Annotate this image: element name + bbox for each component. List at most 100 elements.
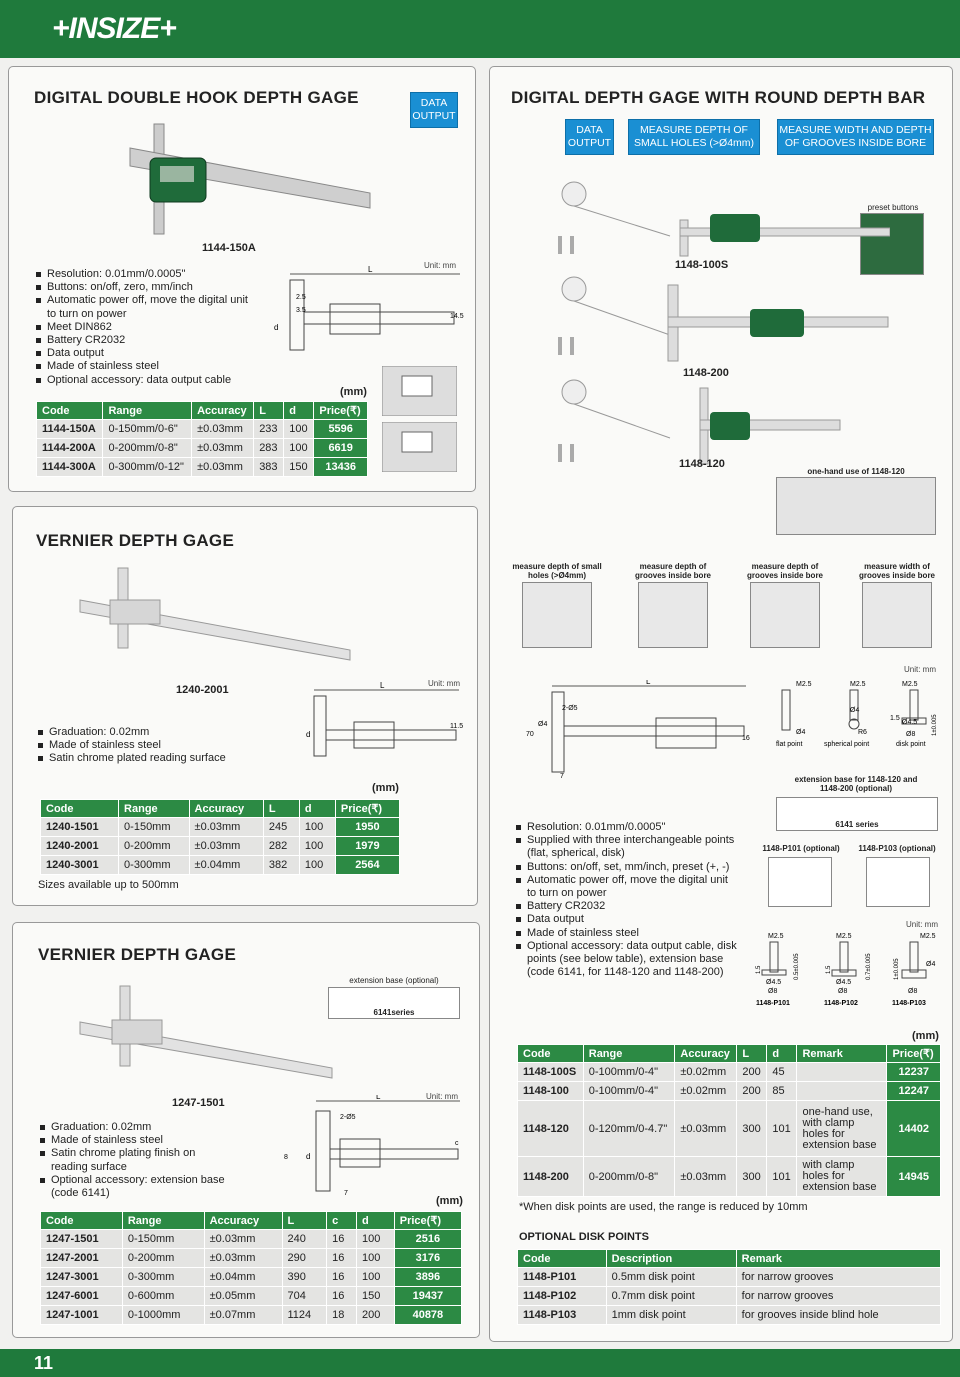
- point-dia: Ø4.5: [902, 719, 917, 726]
- one-hand-label: one-hand use of 1148-120: [807, 467, 905, 476]
- disk-dia: Ø4.5: [836, 979, 851, 986]
- col-header: Remark: [796, 1044, 888, 1063]
- spec-table: Code Range Accuracy L d Remark Price(₹) …: [517, 1044, 941, 1197]
- cell: ±0.04mm: [188, 855, 264, 875]
- panel-title: VERNIER DEPTH GAGE: [38, 945, 237, 964]
- dim-c: Ø4: [538, 721, 547, 728]
- dimension-drawing: L 2-Ø5 70 Ø4 16 7: [526, 680, 750, 780]
- price-cell: 1950: [334, 817, 401, 837]
- col-header: Code: [40, 1211, 123, 1230]
- preset-photo: [860, 213, 924, 275]
- price-cell: 6619: [313, 438, 368, 458]
- point-thread: M2.5: [796, 681, 812, 688]
- col-header: d: [766, 1044, 798, 1063]
- price-cell: 5596: [313, 419, 368, 439]
- feature-item: Automatic power off, move the digital un…: [34, 294, 260, 320]
- dim-a: 2.5: [296, 294, 306, 301]
- feature-item: Battery CR2032: [514, 900, 738, 913]
- feature-item: Meet DIN862: [34, 321, 260, 334]
- cell: 1144-150A: [35, 419, 104, 439]
- points-drawing: M2.5 M2.5 M2.5 Ø4 Ø4 R6 Ø4.5 Ø8 1.5 1±0.…: [776, 681, 938, 748]
- sizes-note: Sizes available up to 500mm: [38, 879, 179, 891]
- p101-photo: [768, 857, 832, 907]
- cell: ±0.02mm: [674, 1081, 738, 1101]
- col-header: Range: [582, 1044, 676, 1063]
- price-cell: 2516: [393, 1229, 463, 1249]
- cell: 245: [262, 817, 300, 837]
- disk-footnote: *When disk points are used, the range is…: [519, 1201, 808, 1213]
- cell: 1148-100: [517, 1081, 584, 1101]
- cell: ±0.03mm: [191, 419, 255, 439]
- preset-buttons-label: preset buttons: [867, 203, 919, 212]
- cell: one-hand use, with clamp holes for exten…: [796, 1100, 888, 1157]
- cell: 0-150mm/0-6": [102, 419, 193, 439]
- depth-gage-photo-120: [558, 379, 841, 465]
- price-cell: 3176: [393, 1248, 463, 1268]
- feature-item: Graduation: 0.02mm: [36, 726, 266, 739]
- cell: with clamp holes for extension base: [796, 1156, 888, 1197]
- cell: 45: [766, 1062, 798, 1082]
- feature-item: Buttons: on/off, zero, mm/inch: [34, 281, 260, 294]
- product-caption: 1148-100S: [675, 259, 729, 271]
- table-header-row: Code Range Accuracy L d Price(₹): [39, 799, 401, 818]
- feature-item: Optional accessory: data output cable, d…: [514, 940, 738, 980]
- cell: 0-100mm/0-4": [582, 1062, 676, 1082]
- col-header: Range: [118, 799, 190, 818]
- col-header: L: [281, 1211, 328, 1230]
- cell: 0-150mm: [118, 817, 190, 837]
- panel-title: VERNIER DEPTH GAGE: [36, 531, 235, 550]
- disk-caption: 1148-P103: [892, 1000, 926, 1007]
- cell: 1144-200A: [35, 438, 104, 458]
- col-header: Range: [102, 401, 193, 420]
- cell: 16: [326, 1286, 357, 1306]
- disk-points-drawing: M2.5 M2.5 M2.5 Ø4.5 Ø4.5 Ø8 Ø8 Ø8 Ø4 1.5…: [756, 933, 936, 1007]
- p101-label: 1148-P101 (optional): [762, 844, 840, 853]
- cell: 101: [766, 1156, 798, 1197]
- spec-table: Code Range Accuracy L d Price(₹) 1240-15…: [39, 799, 401, 875]
- cell: 200: [736, 1081, 768, 1101]
- cell: 100: [298, 836, 336, 856]
- point-thread: M2.5: [850, 681, 866, 688]
- use-label: measure width of grooves inside bore: [858, 562, 936, 580]
- cell: 16: [326, 1267, 357, 1287]
- col-header: Range: [121, 1211, 205, 1230]
- footer-bar: [0, 1349, 960, 1377]
- feature-item: Made of stainless steel: [38, 1134, 228, 1147]
- table-header-row: Code Description Remark: [517, 1249, 942, 1268]
- col-header: d: [298, 799, 336, 818]
- panel-title: DIGITAL DEPTH GAGE WITH ROUND DEPTH BAR: [511, 88, 926, 107]
- cell: 0-100mm/0-4": [582, 1081, 676, 1101]
- optional-disk-title: OPTIONAL DISK POINTS: [519, 1231, 649, 1243]
- disk-thread: M2.5: [920, 933, 936, 940]
- cell: 101: [766, 1100, 798, 1157]
- cell: [796, 1062, 888, 1082]
- cell: 1148-P101: [517, 1267, 607, 1287]
- dim-b: 70: [526, 731, 534, 738]
- feature-item: Battery CR2032: [34, 334, 260, 347]
- extension-series: 6141 series: [835, 820, 879, 829]
- col-header: d: [355, 1211, 395, 1230]
- flat-point-label: flat point: [776, 741, 803, 748]
- cell: 390: [281, 1267, 328, 1287]
- unit-label: Unit: mm: [426, 1092, 458, 1101]
- use-illustration: [750, 582, 820, 648]
- cell: 1247-3001: [40, 1267, 123, 1287]
- cell: 0.5mm disk point: [605, 1267, 737, 1287]
- cell: ±0.03mm: [191, 438, 255, 458]
- dim-c: 11.5: [450, 723, 463, 730]
- cell: ±0.03mm: [674, 1100, 738, 1157]
- extension-base-title: extension base for 1148-120 and 1148-200…: [794, 775, 918, 793]
- vernier-gage-photo: [79, 567, 351, 661]
- cell: 1240-1501: [39, 817, 120, 837]
- feature-item: Made of stainless steel: [34, 360, 260, 373]
- dimension-drawing: L d 11.5: [306, 682, 463, 757]
- unit-mm: (mm): [912, 1030, 939, 1042]
- page-number: 11: [34, 1353, 54, 1373]
